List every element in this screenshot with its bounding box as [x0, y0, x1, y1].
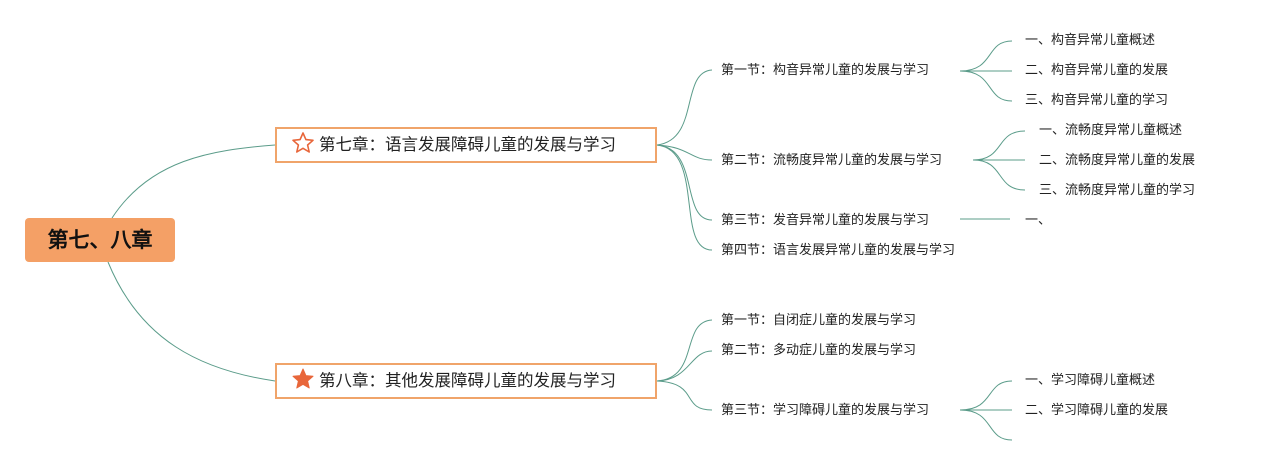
chapter-7-label: 第七章：语言发展障碍儿童的发展与学习: [319, 135, 616, 154]
ch8-s3-item-1[interactable]: 一、学习障碍儿童概述: [1025, 373, 1156, 388]
ch7-to-s2-line: [656, 144, 713, 161]
ch8-to-s1-line: [656, 319, 713, 382]
ch7-s1-item-2[interactable]: 二、构音异常儿童的发展: [1025, 63, 1169, 78]
ch7-section-2[interactable]: 第二节：流畅度异常儿童的发展与学习: [721, 153, 943, 168]
ch7-s2-item-1[interactable]: 一、流畅度异常儿童概述: [1039, 123, 1183, 138]
s1-to-i1-line: [959, 40, 1013, 72]
ch8-s3-item-2[interactable]: 二、学习障碍儿童的发展: [1025, 403, 1169, 418]
ch8-section-2[interactable]: 第二节：多动症儿童的发展与学习: [721, 343, 917, 358]
ch7-s1-item-1[interactable]: 一、构音异常儿童概述: [1025, 33, 1156, 48]
ch8-section-1[interactable]: 第一节：自闭症儿童的发展与学习: [721, 313, 917, 328]
ch7-section-3[interactable]: 第三节：发音异常儿童的发展与学习: [721, 213, 930, 228]
root-topic[interactable]: 第七、八章: [25, 218, 175, 262]
s2-to-i1-line: [972, 130, 1026, 161]
root-to-ch8-line: [107, 261, 276, 382]
ch7-section-1[interactable]: 第一节：构音异常儿童的发展与学习: [721, 63, 930, 78]
s2-to-i3-line: [972, 159, 1026, 191]
ch8-section-3[interactable]: 第三节：学习障碍儿童的发展与学习: [721, 403, 930, 418]
ch7-to-s4-line: [656, 144, 713, 251]
c8s3-to-i3-line: [959, 409, 1013, 441]
star-outline-icon: [292, 132, 314, 153]
star-filled-icon: [292, 368, 314, 389]
root-to-ch7-line: [111, 144, 276, 219]
ch7-s2-item-2[interactable]: 二、流畅度异常儿童的发展: [1039, 153, 1196, 168]
chapter-7-topic[interactable]: 第七章：语言发展障碍儿童的发展与学习: [275, 127, 657, 163]
chapter-8-topic[interactable]: 第八章：其他发展障碍儿童的发展与学习: [275, 363, 657, 399]
ch8-to-s3-line: [656, 380, 713, 411]
ch7-to-s3-line: [656, 144, 713, 221]
ch8-to-s2-line: [656, 350, 713, 382]
ch7-section-4[interactable]: 第四节：语言发展异常儿童的发展与学习: [721, 243, 956, 258]
chapter-8-label: 第八章：其他发展障碍儿童的发展与学习: [319, 371, 616, 390]
ch7-to-s1-line: [656, 69, 713, 146]
ch7-s1-item-3[interactable]: 三、构音异常儿童的学习: [1025, 93, 1169, 108]
ch7-s2-item-3[interactable]: 三、流畅度异常儿童的学习: [1039, 183, 1196, 198]
ch7-s3-item-1[interactable]: 一、: [1025, 213, 1052, 228]
s1-to-i3-line: [959, 70, 1013, 102]
c8s3-to-i1-line: [959, 380, 1013, 411]
